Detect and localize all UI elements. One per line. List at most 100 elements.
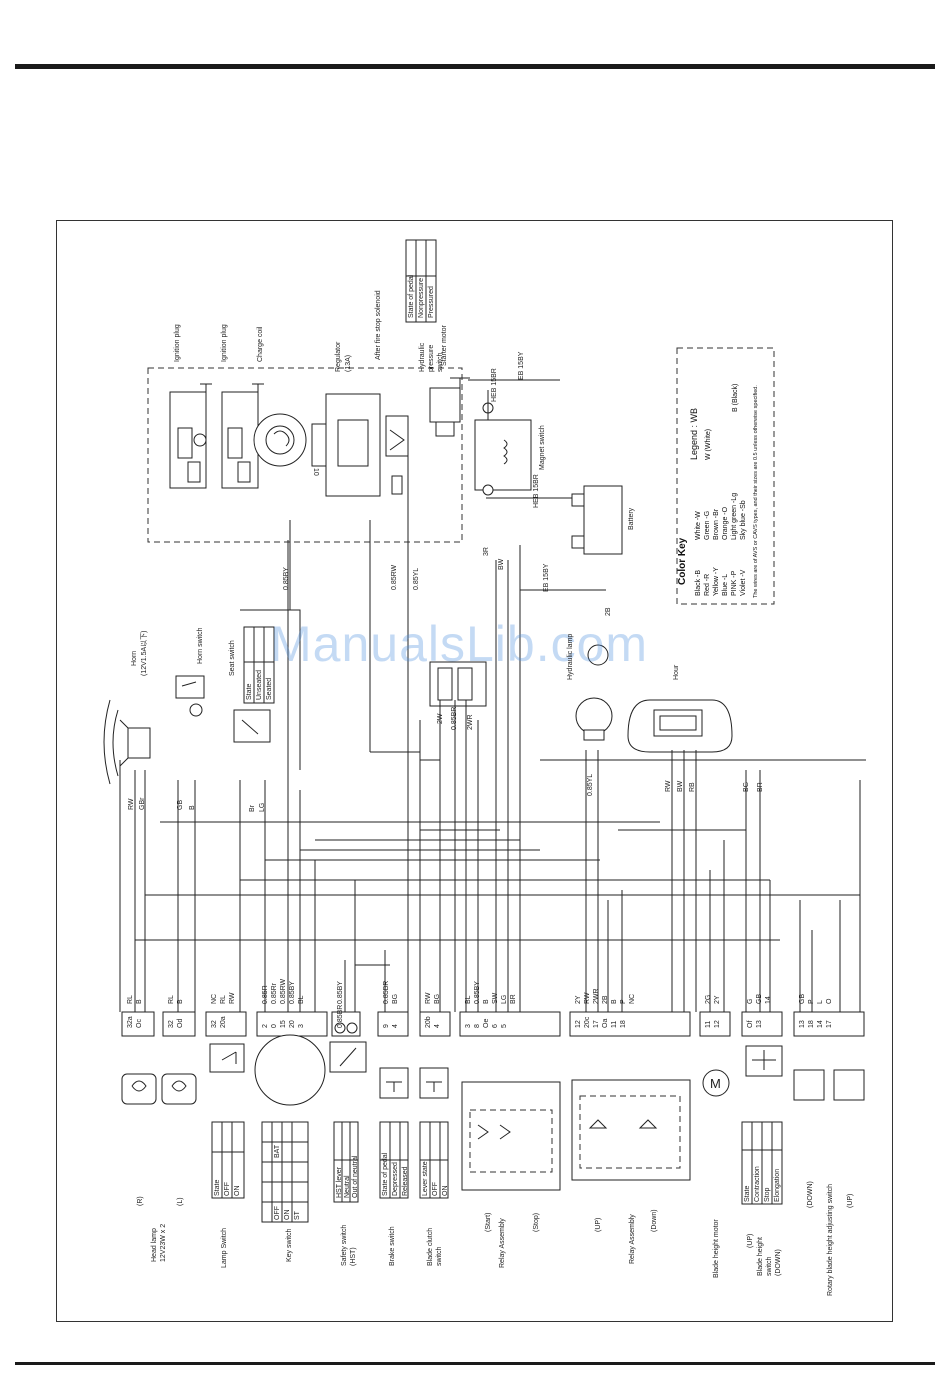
pin-label-brake-switch-3: 4 bbox=[392, 1024, 399, 1028]
pin-label-relay-2-1: RW bbox=[584, 992, 591, 1004]
pin-label-lamp-switch-2: RW bbox=[229, 992, 236, 1004]
color-key-blue: Blue -L bbox=[722, 573, 729, 596]
pin-label-blade-motor-3: 12 bbox=[714, 1020, 721, 1028]
pin-label-clutch-switch-0: RW bbox=[425, 992, 432, 1004]
pin-label-head-lamp-r-2: 32a bbox=[127, 1016, 134, 1028]
legend-w: W (White) bbox=[705, 428, 712, 460]
pin-label-relay-2-9: 17 bbox=[593, 1020, 600, 1028]
harness-wires bbox=[119, 430, 861, 1012]
pin-label-brake-switch-1: BG bbox=[392, 993, 399, 1004]
bottom-connectors bbox=[121, 1011, 865, 1037]
label-magnet-switch: Magnet switch bbox=[539, 425, 546, 470]
color-key-title: Color Key bbox=[677, 537, 688, 585]
pin-label-key-switch-1: 0.85Rr bbox=[271, 982, 278, 1004]
pin-label-key-switch-7: 15 bbox=[280, 1020, 287, 1028]
pin-label-relay-2-0: 2Y bbox=[575, 995, 582, 1004]
pin-label-relay-1-10: 5 bbox=[501, 1024, 508, 1028]
engine-enclosure bbox=[147, 367, 463, 543]
label-hydraulic-lamp: Hydraulic lamp bbox=[567, 633, 574, 680]
pin-label-key-switch-8: 20 bbox=[289, 1020, 296, 1028]
pin-label-brake-switch-2: 9 bbox=[383, 1024, 390, 1028]
label-starter-motor: Starter motor bbox=[441, 325, 448, 366]
pin-label-key-switch-3: 0.85BY bbox=[289, 981, 296, 1004]
blade-table-contraction: Contraction bbox=[754, 1166, 761, 1202]
label-blade-motor: Blade height motor bbox=[713, 1219, 720, 1278]
wire-label-085yl: 0.85YL bbox=[413, 567, 420, 590]
battery bbox=[571, 485, 623, 555]
wire-label-2wr: 2WR bbox=[467, 714, 474, 730]
pin-label-key-switch-2: 0.85RW bbox=[280, 978, 287, 1004]
pin-label-head-lamp-l-0: RL bbox=[168, 995, 175, 1004]
pin-label-clutch-switch-2: 20b bbox=[425, 1016, 432, 1028]
pin-label-blade-switch-0: G bbox=[747, 998, 754, 1004]
color-key-red: Red -R bbox=[704, 573, 711, 596]
blade-table-elongation: Elongation bbox=[774, 1168, 781, 1202]
label-relay-assembly-1: Relay Assembly bbox=[499, 1218, 506, 1268]
pin-label-relay-1-8: Oe bbox=[483, 1018, 490, 1028]
label-battery: Battery bbox=[628, 507, 635, 530]
label-ignition-plug-2: Ignition plug bbox=[221, 324, 228, 362]
seat-switch bbox=[233, 709, 271, 743]
pin-label-rotary-switch-0: GB bbox=[799, 993, 806, 1004]
horn bbox=[103, 699, 151, 785]
wire-label-br: BR bbox=[757, 782, 764, 792]
blade-table-stop: Stop bbox=[764, 1187, 771, 1202]
label-safety-switch: Safety switch (HST) bbox=[341, 1224, 357, 1266]
lamp-switch-symbol bbox=[209, 1043, 245, 1073]
label-regulator: Regulator bbox=[335, 341, 342, 372]
wire-label-heb15br-1: HEB 15BR bbox=[491, 368, 498, 402]
pin-label-relay-1-0: BL bbox=[465, 995, 472, 1004]
charge-coil bbox=[193, 413, 307, 467]
brake-table-depressed: Depressed bbox=[392, 1162, 399, 1196]
lamp-switch-table bbox=[211, 1121, 245, 1199]
color-key-yellow: Yellow -Y bbox=[713, 567, 720, 596]
pin-label-safety-switch-0: 0.85BY bbox=[337, 981, 344, 1004]
pin-label-relay-1-5: BR bbox=[510, 994, 517, 1004]
label-horn: Horn bbox=[131, 650, 138, 666]
label-relay-1-start: (Start) bbox=[485, 1212, 492, 1232]
pin-label-relay-2-11: 11 bbox=[611, 1020, 618, 1028]
label-relay-2-down: (Down) bbox=[651, 1209, 658, 1232]
pin-label-relay-1-3: SW bbox=[492, 992, 499, 1004]
pin-label-key-switch-9: 3 bbox=[298, 1024, 305, 1028]
pin-label-relay-2-5: P bbox=[620, 999, 627, 1004]
pin-label-relay-2-7: 12 bbox=[575, 1020, 582, 1028]
rotary-switch-symbol bbox=[793, 1069, 865, 1101]
pin-label-rotary-switch-2: L bbox=[817, 1000, 824, 1004]
pin-label-relay-2-10: Oa bbox=[602, 1018, 609, 1028]
blade-height-motor: M bbox=[702, 1069, 730, 1097]
pin-label-rotary-switch-7: 17 bbox=[826, 1020, 833, 1028]
label-ignition-plug-1: Ignition plug bbox=[174, 324, 181, 362]
pin-label-relay-2-6: NC bbox=[629, 993, 636, 1004]
pin-label-blade-switch-4: 13 bbox=[756, 1020, 763, 1028]
pin-label-relay-2-8: 20c bbox=[584, 1016, 591, 1028]
svg-text:10: 10 bbox=[312, 468, 319, 476]
label-relay-1-stop: (Stop) bbox=[533, 1212, 540, 1232]
color-key-white: White -W bbox=[695, 511, 702, 540]
pin-label-rotary-switch-3: O bbox=[826, 998, 833, 1004]
pin-label-blade-motor-0: 2G bbox=[705, 994, 712, 1004]
horn-switch bbox=[175, 675, 205, 717]
pin-label-lamp-switch-4: 20a bbox=[220, 1016, 227, 1028]
label-charge-coil: Charge coil bbox=[257, 326, 264, 362]
pin-label-relay-2-12: 18 bbox=[620, 1020, 627, 1028]
label-hour: Hour bbox=[673, 664, 680, 680]
label-lamp-switch: Lamp Switch bbox=[221, 1227, 228, 1268]
pressure-table-header: State of pedal bbox=[408, 274, 415, 318]
relay-assembly-2 bbox=[571, 1079, 691, 1181]
label-brake-switch: Brake switch bbox=[389, 1226, 396, 1266]
wire-label-eb15by: EB 15BY bbox=[543, 563, 550, 592]
pin-label-blade-switch-2: 14 bbox=[765, 996, 772, 1004]
pin-label-relay-2-2: 2WR bbox=[593, 988, 600, 1004]
blade-height-switch-symbol bbox=[745, 1045, 783, 1077]
pin-label-relay-2-4: B bbox=[611, 999, 618, 1004]
blade-table-state: State bbox=[744, 1185, 751, 1202]
wire-label-gbr: GBr bbox=[139, 797, 146, 810]
pin-label-head-lamp-l-1: B bbox=[177, 999, 184, 1004]
color-key-pink: PINK -P bbox=[731, 570, 738, 596]
pin-label-relay-1-9: 6 bbox=[492, 1024, 499, 1028]
watermark: ManualsLib.com bbox=[270, 616, 649, 672]
clutch-switch-table bbox=[419, 1121, 449, 1199]
clutch-switch-symbol bbox=[419, 1067, 449, 1099]
key-table-row-on: ON bbox=[284, 1209, 291, 1221]
